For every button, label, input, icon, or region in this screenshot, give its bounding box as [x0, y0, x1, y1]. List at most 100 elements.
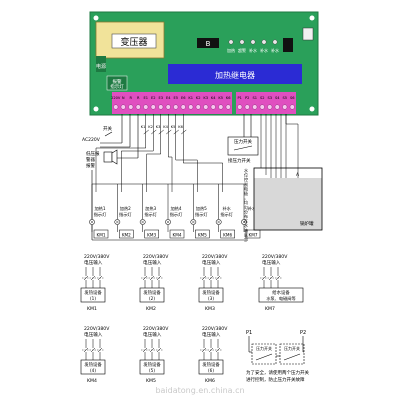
transformer-label-box	[111, 33, 157, 49]
relay-contact	[173, 129, 179, 135]
heater-sub-label: 指示灯	[144, 211, 157, 218]
pressure-switch-box	[227, 136, 259, 156]
km-label: KM1	[87, 306, 97, 312]
terminal-label: S2	[260, 96, 265, 100]
terminal-screw	[282, 104, 288, 110]
pressure-switch-note: 接压力开关	[228, 157, 251, 164]
terminal-screw	[195, 104, 201, 110]
terminal-screw	[128, 104, 134, 110]
km-label: KM7	[248, 233, 257, 238]
lamp-cross	[216, 220, 221, 224]
terminal-screw	[173, 104, 179, 110]
pressure-note: 为了安全，请使用两个压力开关	[246, 369, 309, 376]
relay-contact	[143, 129, 149, 135]
indicator-label: 加热	[227, 47, 235, 53]
tank	[253, 167, 323, 231]
load-label: 发热设备	[202, 289, 220, 296]
heater-indicators: 加热1指示灯KM1加热2指示灯KM2加热3指示灯KM3加热4指示灯KM4加热5指…	[89, 184, 261, 239]
probe-note-char: 电	[244, 185, 248, 191]
probe-note-char: 位	[244, 172, 248, 178]
load-sub-label: (1)	[90, 296, 96, 301]
km-label: KM4	[172, 233, 181, 238]
relay-contact-label: K4	[163, 125, 168, 129]
heater-label: 补水	[222, 205, 231, 212]
km-label: KM7	[265, 306, 275, 312]
relay-contact	[151, 129, 157, 135]
terminal-screw	[120, 104, 126, 110]
circuit-voltage: 220V/380V	[202, 254, 228, 260]
lamp-cross	[166, 220, 170, 224]
terminal-screw	[135, 104, 141, 110]
relay-block	[168, 64, 302, 84]
buzzer	[103, 151, 113, 163]
terminal-screw	[259, 104, 265, 110]
km-coil	[93, 229, 109, 239]
tank-water	[254, 178, 322, 230]
board-component	[302, 27, 314, 41]
circuit-input-label: 电压输入	[84, 259, 103, 266]
pressure-switch-1-label: 压力开关	[256, 345, 272, 351]
indicator-led	[250, 39, 256, 45]
heater-sub-label: 指示灯	[119, 211, 132, 218]
terminal-screw	[188, 104, 194, 110]
heater-label: 加热5	[196, 205, 207, 212]
km-label: KM2	[146, 306, 156, 312]
buzzer-horn	[111, 149, 118, 165]
mount-hole	[309, 15, 315, 21]
indicator-label: 补水	[249, 47, 257, 53]
probe-note-char: ，	[244, 196, 248, 201]
indicator-led	[272, 39, 278, 45]
km-coil	[220, 229, 235, 239]
circuit-input-label: 电压输入	[143, 259, 162, 266]
terminal-screw	[244, 104, 250, 110]
relay-contact-label: K5	[171, 125, 176, 129]
load-box	[258, 287, 304, 303]
circuit-input-label: 电压输入	[202, 331, 221, 338]
circuit-voltage: 220V/380V	[84, 254, 110, 260]
power-label: 电源	[96, 63, 106, 70]
heater-label: 加热3	[145, 205, 156, 212]
km-coil	[119, 229, 134, 239]
terminal-screw	[252, 104, 258, 110]
pressure-contact	[233, 145, 253, 151]
terminal-screw	[158, 104, 164, 110]
indicator-led	[228, 39, 234, 45]
circuit-voltage: 220V/380V	[262, 254, 288, 260]
terminal-label: K3	[203, 96, 208, 100]
power-circuits-row2: 220V/380V电压输入发热设备(4)KM4220V/380V电压输入发热设备…	[80, 326, 228, 384]
probe-note-char: 部	[244, 236, 248, 242]
terminal-label: R	[137, 96, 140, 100]
circuit-input-label: 电压输入	[143, 331, 162, 338]
mount-hole	[93, 106, 99, 112]
terminal-label: E4	[166, 96, 171, 100]
lamp-cross	[140, 220, 145, 224]
terminal-screw	[225, 104, 231, 110]
probe-note-char: 底	[244, 231, 248, 237]
load-box	[139, 359, 165, 375]
terminal-label: E3	[158, 96, 163, 100]
chip-b	[197, 38, 219, 48]
load-sub-label: (2)	[149, 296, 155, 301]
km-label: KM2	[122, 233, 131, 238]
probe-note-char: 分	[244, 208, 248, 214]
terminal-label: E2	[151, 96, 156, 100]
load-label: 发热设备	[84, 361, 102, 368]
top-indicators: 加热超警补水补水补水	[227, 39, 279, 53]
terminal-screw	[237, 104, 243, 110]
load-label: 发热设备	[202, 361, 220, 368]
heater-label: 补水	[248, 205, 257, 212]
terminal-label: S3	[267, 96, 272, 100]
probe-note-char: 极	[244, 190, 248, 196]
probe-note-char: 在	[244, 218, 248, 224]
circuit-input-label: 电压输入	[202, 259, 221, 266]
km-label: KM4	[87, 378, 97, 384]
buzzer-label: 低压报	[86, 150, 100, 157]
indicator-label: 补水	[260, 47, 268, 53]
indicator-label: 补水	[271, 47, 279, 53]
relay-contact-label: K6	[178, 125, 183, 129]
terminal-label: K6	[226, 96, 231, 100]
heater-sub-label: 指示灯	[195, 211, 208, 218]
terminal-label: K5	[218, 96, 223, 100]
